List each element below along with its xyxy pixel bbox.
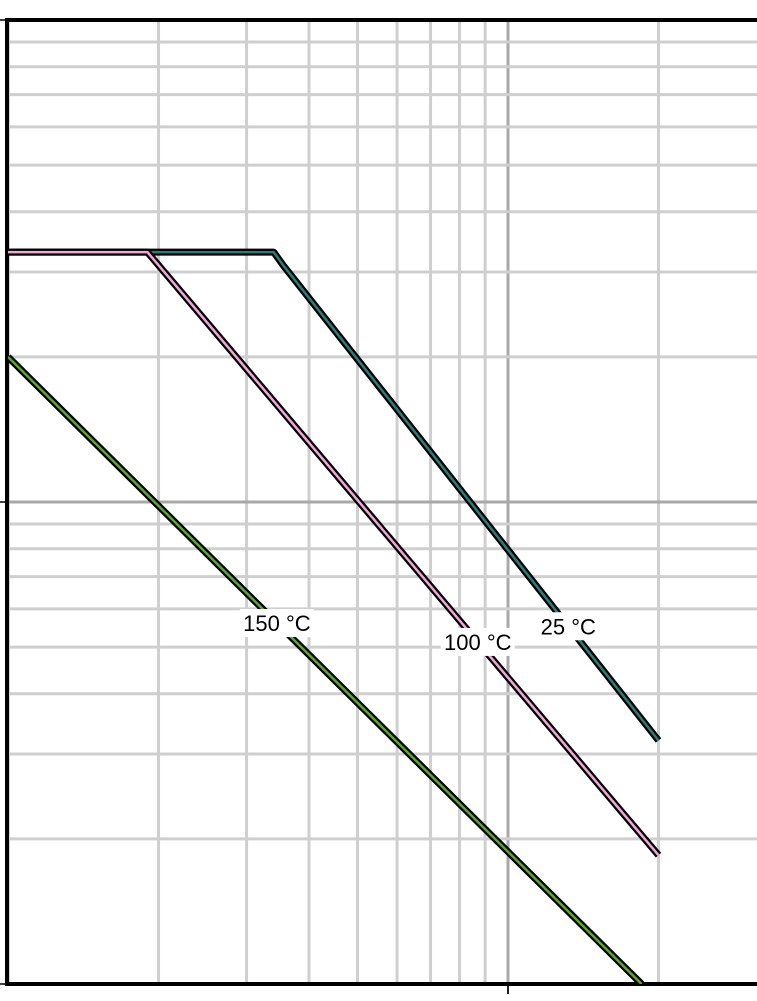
axes [0,18,757,994]
grid [6,18,757,986]
annotation-bg [536,612,600,641]
annotation-label: 100 °C [444,630,512,655]
annotation-label: 150 °C [243,611,311,636]
annotation-bg [239,609,314,638]
series-line-150c [8,356,643,984]
annotations: 25 °C 100 °C 150 °C [239,609,600,656]
annotation-bg [440,627,515,656]
annotation-label: 25 °C [541,614,596,639]
